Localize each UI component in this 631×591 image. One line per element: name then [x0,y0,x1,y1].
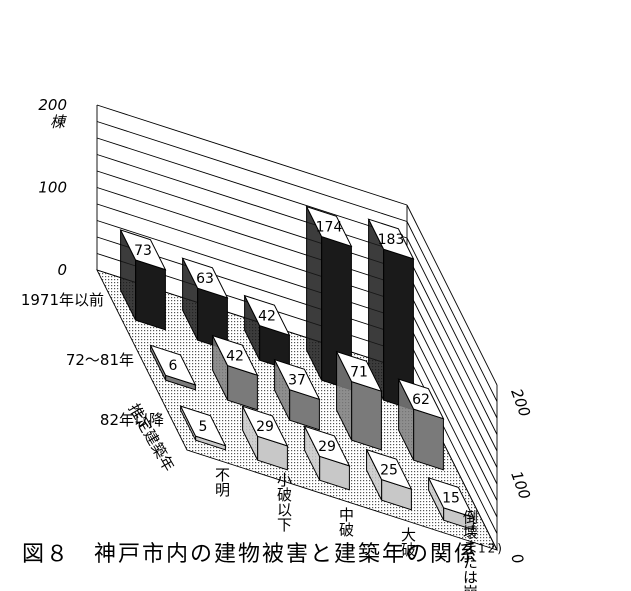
back-wall-gridline [96,203,408,305]
bar-front-face [413,408,444,471]
bar-value-label: 183 [378,232,405,248]
category-label: 大破 [399,527,417,557]
bar-value-label: 71 [350,364,368,380]
bar-top-face [211,334,259,377]
back-wall-gridline [96,220,408,321]
bar-value-label: 73 [134,243,152,259]
bar-value-label: 63 [196,271,214,287]
z-tick-label: 0 [57,261,67,279]
caption-text: 図８ 神戸市内の建物被害と建築年の関係 [22,542,479,567]
bar-top-face [365,448,413,491]
bar-value-label: 42 [258,308,276,324]
side-wall-gridline [406,320,498,501]
right-wall-tick-label: 0 [507,551,527,566]
bar-top-face [181,257,229,299]
bar-0-4: 183 [367,218,415,411]
category-label: 小破以下 [275,472,293,532]
back-wall-gridline [96,187,408,288]
bar-front-face [135,259,166,331]
z-tick-label: 200 [38,96,67,114]
bar-0-3: 174 [305,205,353,391]
bar-top-face [427,476,475,519]
right-wall-tick-label: 200 [507,386,534,419]
side-wall-gridline [406,353,498,534]
bar-2-0: 5 [179,405,227,451]
bar-top-face [149,344,197,386]
chart-grid [96,104,498,551]
back-wall-gridline [96,121,408,222]
figure-caption: 図８ 神戸市内の建物被害と建築年の関係12) [22,536,504,568]
side-wall-gridline [406,303,498,485]
bar-top-face [367,218,415,260]
bar-2-1: 29 [241,405,289,471]
back-wall-gridline [96,170,408,272]
bar-top-face [119,229,167,271]
bar-value-label: 37 [288,372,306,388]
bar-value-label: 5 [199,419,208,435]
bar-top-face [305,205,353,248]
bar-2-3: 25 [365,448,413,511]
bar-top-face [241,405,289,447]
bar-2-2: 29 [303,425,351,491]
category-label: 中破 [337,507,355,537]
side-wall-gridline [406,270,498,452]
bar-top-face [397,378,445,420]
bar-1-4: 62 [397,378,445,471]
bar-0-0: 73 [119,229,167,331]
bar-value-label: 29 [318,439,336,455]
side-wall-gridline [406,204,498,386]
bar-value-label: 62 [412,392,430,408]
bar-1-0: 6 [149,344,197,391]
row-label: 72～81年 [66,351,134,369]
side-wall-gridline [406,221,498,402]
bar-top-face [179,405,227,447]
bar-1-2: 37 [273,358,321,431]
side-wall-gridline [406,254,498,435]
row-label: 1971年以前 [21,291,104,309]
side-wall-gridline [406,287,498,468]
bar-0-2: 42 [243,294,291,371]
bar-top-face [243,294,291,337]
bar-top-face [273,358,321,401]
bar-top-face [303,425,351,467]
bar-value-label: 15 [442,491,460,507]
z-tick-label: 100 [38,179,67,197]
back-wall-gridline [96,137,408,239]
caption-ref: 12) [478,541,504,556]
bar-1-3: 71 [335,350,383,451]
right-wall-tick-label: 100 [507,469,534,502]
bar-front-face [351,380,382,451]
bar-value-label: 42 [226,348,244,364]
category-label: 倒壊または崩壊 [461,510,479,591]
bar-value-label: 6 [169,358,178,374]
z-axis-label: 棟 [50,113,67,131]
row-label: 82年以降 [100,411,164,429]
bar-top-face [335,350,383,393]
bar-2-4: 15 [427,476,475,531]
bar-value-label: 29 [256,419,274,435]
side-wall-gridline [406,237,498,419]
side-wall-gridline [406,336,498,518]
bar-value-label: 174 [316,219,343,235]
category-label: 不明 [213,467,231,498]
back-wall-gridline [96,154,408,255]
chart-bars: 73 63 42 174 183 6 42 37 71 62 5 29 29 25 15 [119,205,475,531]
bar-value-label: 25 [380,462,398,478]
back-wall-gridline [96,104,408,206]
bar-1-1: 42 [211,334,259,411]
